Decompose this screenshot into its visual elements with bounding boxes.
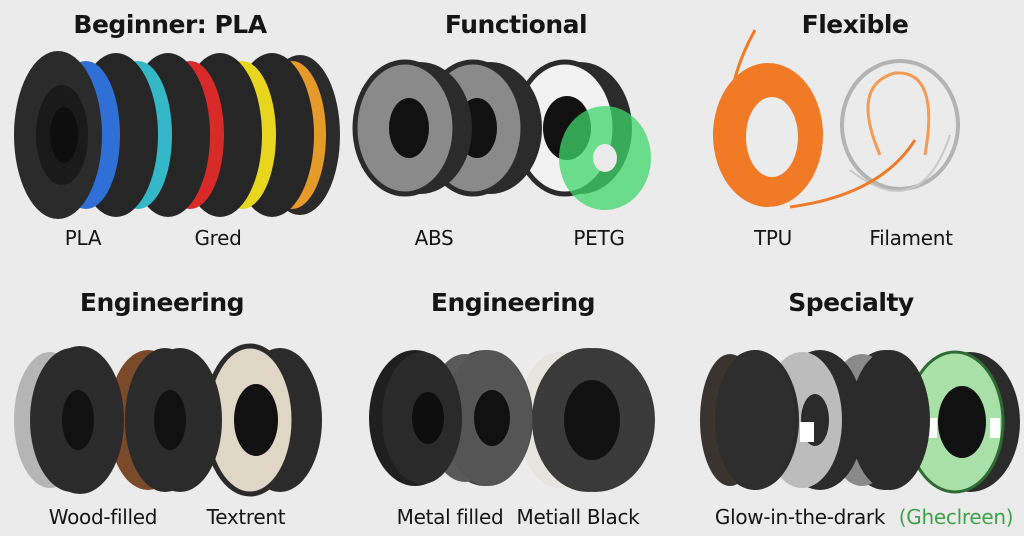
label-metiall-black: Metiall Black <box>516 505 640 529</box>
spool-black <box>369 350 462 486</box>
pla-spools-image <box>14 51 340 219</box>
panel-title: Functional <box>444 10 588 39</box>
panel-title: Engineering <box>430 288 596 317</box>
spool-metal-gray <box>427 350 533 486</box>
panel-title: Engineering <box>79 288 245 317</box>
spool-abs-1 <box>352 59 472 197</box>
label-glow-in-the-dark: Glow-in-the-drark <box>714 505 886 529</box>
specialty-spools-image <box>700 350 1020 494</box>
panel-title: Beginner: PLA <box>73 10 267 39</box>
label-filament: Filament <box>869 226 953 250</box>
label-green-variant: (Gheclreen) <box>898 505 1014 529</box>
label-wood-filled: Wood-filled <box>48 505 158 529</box>
spool-gray <box>14 346 124 494</box>
spool-textrent <box>203 343 322 497</box>
functional-spools-image <box>352 59 651 210</box>
spool-white <box>518 348 655 492</box>
spool-blue <box>14 51 120 219</box>
label-pla: PLA <box>64 226 102 250</box>
panel-title: Specialty <box>788 288 914 317</box>
engineering-spools-image <box>14 343 322 497</box>
spool-wood <box>108 348 222 492</box>
spool-petg-green <box>559 106 651 210</box>
metal-spools-image <box>369 348 655 492</box>
coil-orange <box>713 29 931 209</box>
panel-title: Flexible <box>801 10 909 39</box>
label-gred: Gred <box>194 226 242 250</box>
label-abs: ABS <box>414 226 454 250</box>
label-textrent: Textrent <box>206 505 286 529</box>
flexible-coils-image <box>713 29 960 209</box>
label-tpu: TPU <box>753 226 793 250</box>
coil-gray <box>840 59 960 192</box>
label-metal-filled: Metal filled <box>396 505 504 529</box>
spool-dark-brown <box>700 350 799 490</box>
label-petg: PETG <box>573 226 625 250</box>
